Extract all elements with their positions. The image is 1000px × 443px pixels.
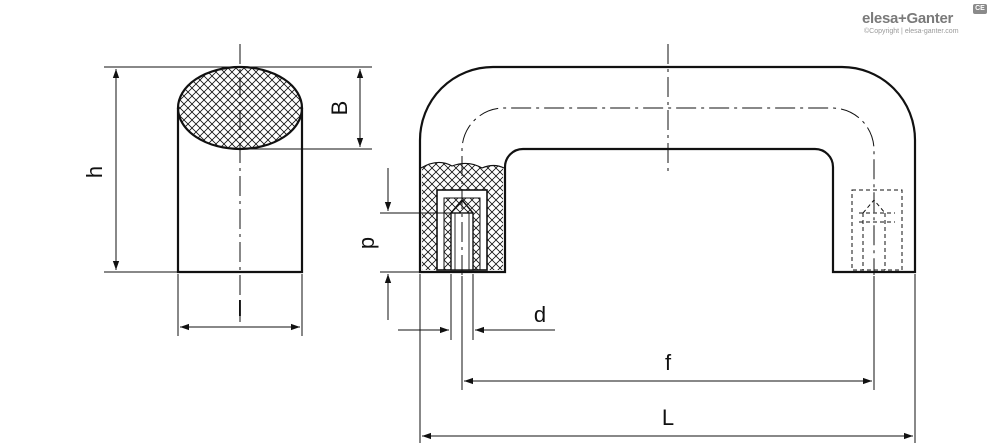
section-break-line [420, 161, 505, 169]
dimension-l: l [177, 274, 303, 336]
dimension-label-l: l [238, 296, 243, 321]
brand-logo: elesa+Ganter CE ©Copyright | elesa-gante… [862, 4, 992, 40]
brand-name: elesa+Ganter [862, 10, 953, 27]
front-view [418, 44, 917, 275]
dimension-h: h [82, 66, 240, 273]
dimension-label-L: L [662, 405, 674, 430]
copyright-text: ©Copyright | elesa-ganter.com [864, 28, 959, 35]
handle-outline [418, 65, 917, 274]
dimension-B: B [240, 66, 372, 150]
certification-badge: CE [973, 4, 987, 14]
dimension-p: p [354, 168, 451, 320]
side-view-body [176, 108, 304, 274]
dimension-L: L [419, 274, 916, 443]
dimension-label-f: f [665, 350, 672, 375]
hidden-insert-right [851, 189, 903, 271]
dimension-label-h: h [82, 166, 107, 178]
side-view [176, 44, 304, 322]
dimension-label-p: p [354, 237, 379, 249]
dimension-f: f [461, 276, 875, 390]
handle-centerline [461, 107, 875, 275]
dimension-label-d: d [534, 302, 546, 327]
brand-plus: + [898, 10, 907, 27]
dimension-label-B: B [327, 101, 352, 116]
brand-name-part2: Ganter [906, 10, 954, 27]
brand-name-part1: elesa [862, 10, 899, 27]
dimension-d: d [398, 274, 555, 340]
